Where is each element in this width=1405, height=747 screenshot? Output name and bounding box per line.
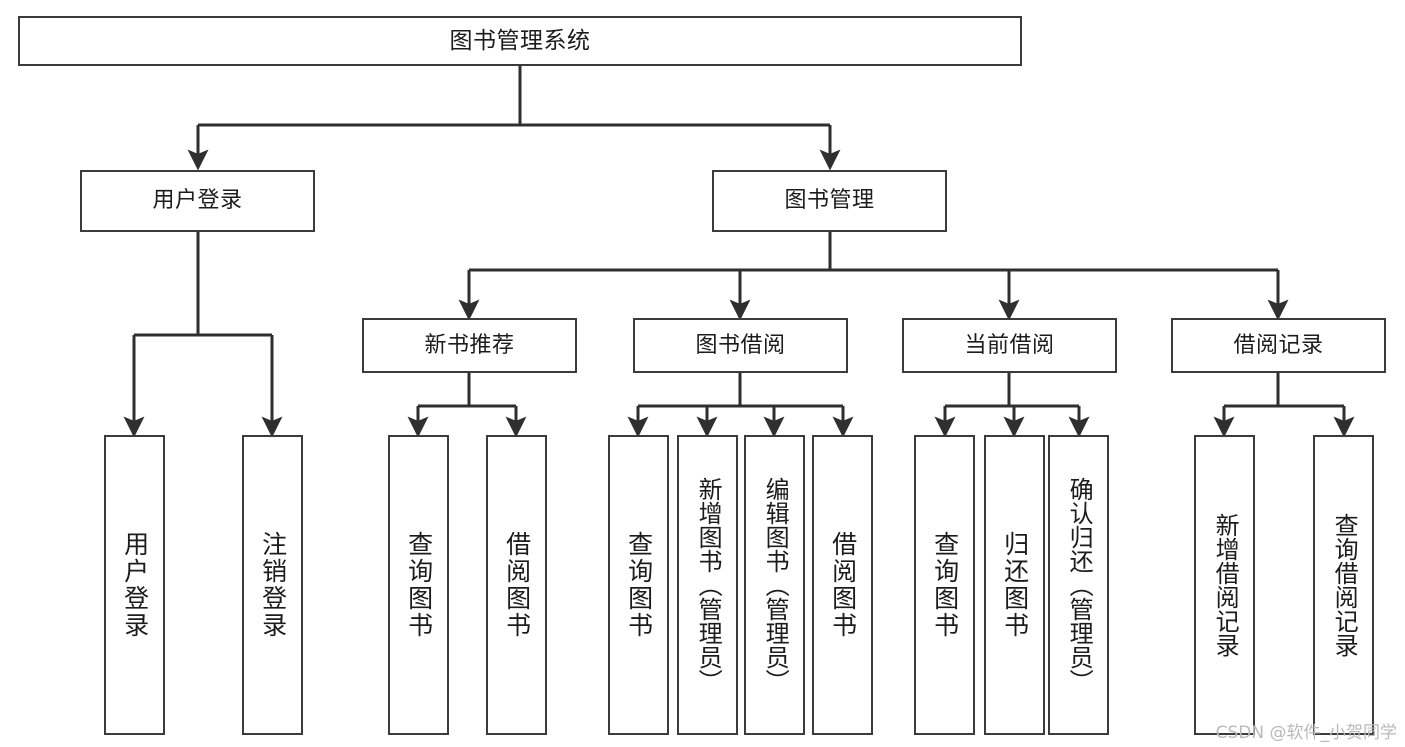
node-label: 新书推荐 [424,332,515,358]
leaf-borrow-edit-book-admin[interactable]: 编辑图书（管理员） [744,435,805,735]
node-label: 查询借阅记录 [1330,513,1359,657]
node-root-book-management-system[interactable]: 图书管理系统 [18,16,1022,66]
leaf-current-query-books[interactable]: 查询图书 [914,435,975,735]
leaf-borrow-borrow-books[interactable]: 借阅图书 [812,435,873,735]
node-label: 用户登录 [120,531,150,639]
node-label: 确认归还（管理员） [1065,477,1094,693]
node-book-borrowing[interactable]: 图书借阅 [633,318,848,373]
leaf-logout-login[interactable]: 注销登录 [242,435,303,735]
node-label: 借阅记录 [1233,332,1324,358]
node-user-login[interactable]: 用户登录 [80,170,315,232]
leaf-record-query-borrow-record[interactable]: 查询借阅记录 [1313,435,1374,735]
node-label: 借阅图书 [828,531,858,639]
leaf-record-add-borrow-record[interactable]: 新增借阅记录 [1194,435,1255,735]
leaf-current-confirm-return-admin[interactable]: 确认归还（管理员） [1048,435,1109,735]
leaf-user-login[interactable]: 用户登录 [104,435,165,735]
node-new-book-recommendation[interactable]: 新书推荐 [362,318,577,373]
node-label: 注销登录 [258,531,288,639]
csdn-watermark: CSDN @软件_小贺同学 [1215,723,1397,743]
leaf-newbook-query-books[interactable]: 查询图书 [388,435,449,735]
node-borrowing-record[interactable]: 借阅记录 [1171,318,1386,373]
leaf-borrow-query-books[interactable]: 查询图书 [608,435,669,735]
node-label: 用户登录 [152,188,243,214]
node-label: 当前借阅 [964,332,1055,358]
node-label: 图书管理 [784,188,875,214]
node-label: 借阅图书 [502,531,532,639]
node-label: 编辑图书（管理员） [761,477,790,693]
node-label: 新增借阅记录 [1211,513,1240,657]
node-label: 归还图书 [1000,531,1030,639]
node-current-borrowing[interactable]: 当前借阅 [902,318,1117,373]
node-label: 图书借阅 [695,332,786,358]
node-label: 查询图书 [624,531,654,639]
leaf-borrow-add-book-admin[interactable]: 新增图书（管理员） [677,435,738,735]
leaf-current-return-books[interactable]: 归还图书 [984,435,1045,735]
node-label: 新增图书（管理员） [694,477,723,693]
node-book-management[interactable]: 图书管理 [712,170,947,232]
node-label: 图书管理系统 [449,27,591,54]
leaf-newbook-borrow-books[interactable]: 借阅图书 [486,435,547,735]
node-label: 查询图书 [404,531,434,639]
node-label: 查询图书 [930,531,960,639]
